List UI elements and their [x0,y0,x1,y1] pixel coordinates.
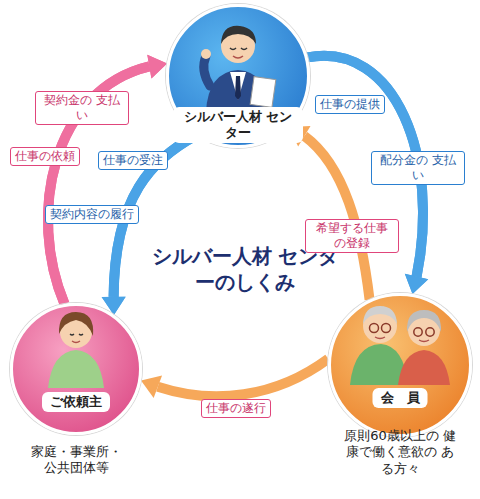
arrow-label: 配分金の 支払い [371,151,465,185]
node-description: 原則60歳以上の 健康で働く意欲の ある方々 [344,428,456,477]
arrow-label: 仕事の依頼 [10,147,80,166]
circle-node: 会 員原則60歳以上の 健康で働く意欲の ある方々 [328,293,472,437]
circle-node: ご依頼主家庭・事業所・ 公共団体等 [10,303,142,435]
arrow-head [147,55,167,79]
arrow-label: 仕事の受注 [98,151,168,170]
arrow-label: 仕事の提供 [315,95,385,114]
node-label: ご依頼主 [42,392,110,412]
arrow-head [405,274,428,294]
flow-arrow [141,359,328,398]
node-description: 家庭・事業所・ 公共団体等 [26,444,126,477]
client-figure [48,312,104,388]
staff-figure [201,26,276,112]
arrow-label: 仕事の遂行 [201,399,271,418]
flow-arrow [289,126,370,300]
member-figures [350,306,450,385]
arrow-label: 希望する仕事 の登録 [305,219,399,253]
arrow-head [147,55,167,79]
node-label: 会 員 [373,388,428,408]
node-label: シルバー人材 センター [173,107,303,144]
arrow-head [141,376,162,398]
arrow-label: 契約内容の履行 [45,205,139,224]
arrow-shaft [141,359,328,397]
arrow-shaft [289,127,370,300]
circle-node: シルバー人材 センター [166,4,310,148]
arrow-head [405,274,428,294]
arrow-label: 契約金の 支払い [35,91,129,125]
